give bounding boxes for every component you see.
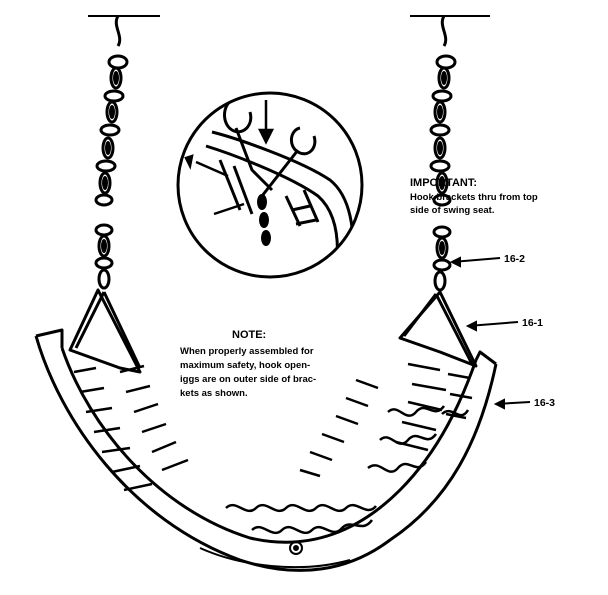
note-line-1: When properly assembled for [180,346,314,357]
left-chain-fill [101,71,119,253]
right-chain-fill [437,71,447,255]
note-line-2: maximum safety, hook open- [180,360,310,371]
important-line-1: Hook brackets thru from top [410,192,538,203]
important-line-2: side of swing seat. [410,205,494,216]
left-chain [94,15,129,290]
leader-lines [449,256,531,410]
part-label-bracket: 16-1 [522,317,543,329]
down-arrow-icon [257,100,275,145]
important-heading: IMPORTANT: [410,177,477,189]
diagonal-arrow-icon [184,154,245,216]
left-seat-slats [73,364,189,492]
left-bracket [68,288,142,374]
right-seat-slats [299,362,473,478]
note-line-4: kets as shown. [180,388,248,399]
part-label-chain: 16-2 [504,253,525,265]
rivet [289,541,303,555]
right-chain [429,15,457,292]
note-heading: NOTE: [232,329,266,341]
part-label-seat: 16-3 [534,397,555,409]
right-bracket [398,290,478,368]
note-line-3: iggs are on outer side of brac- [180,374,316,385]
inset-chain [257,194,271,246]
seat-wave-pattern [225,405,470,535]
note-callout: NOTE: When properly assembled for maximu… [180,329,316,399]
detail-inset [176,91,364,279]
important-callout: IMPORTANT: Hook brackets thru from top s… [410,177,538,216]
